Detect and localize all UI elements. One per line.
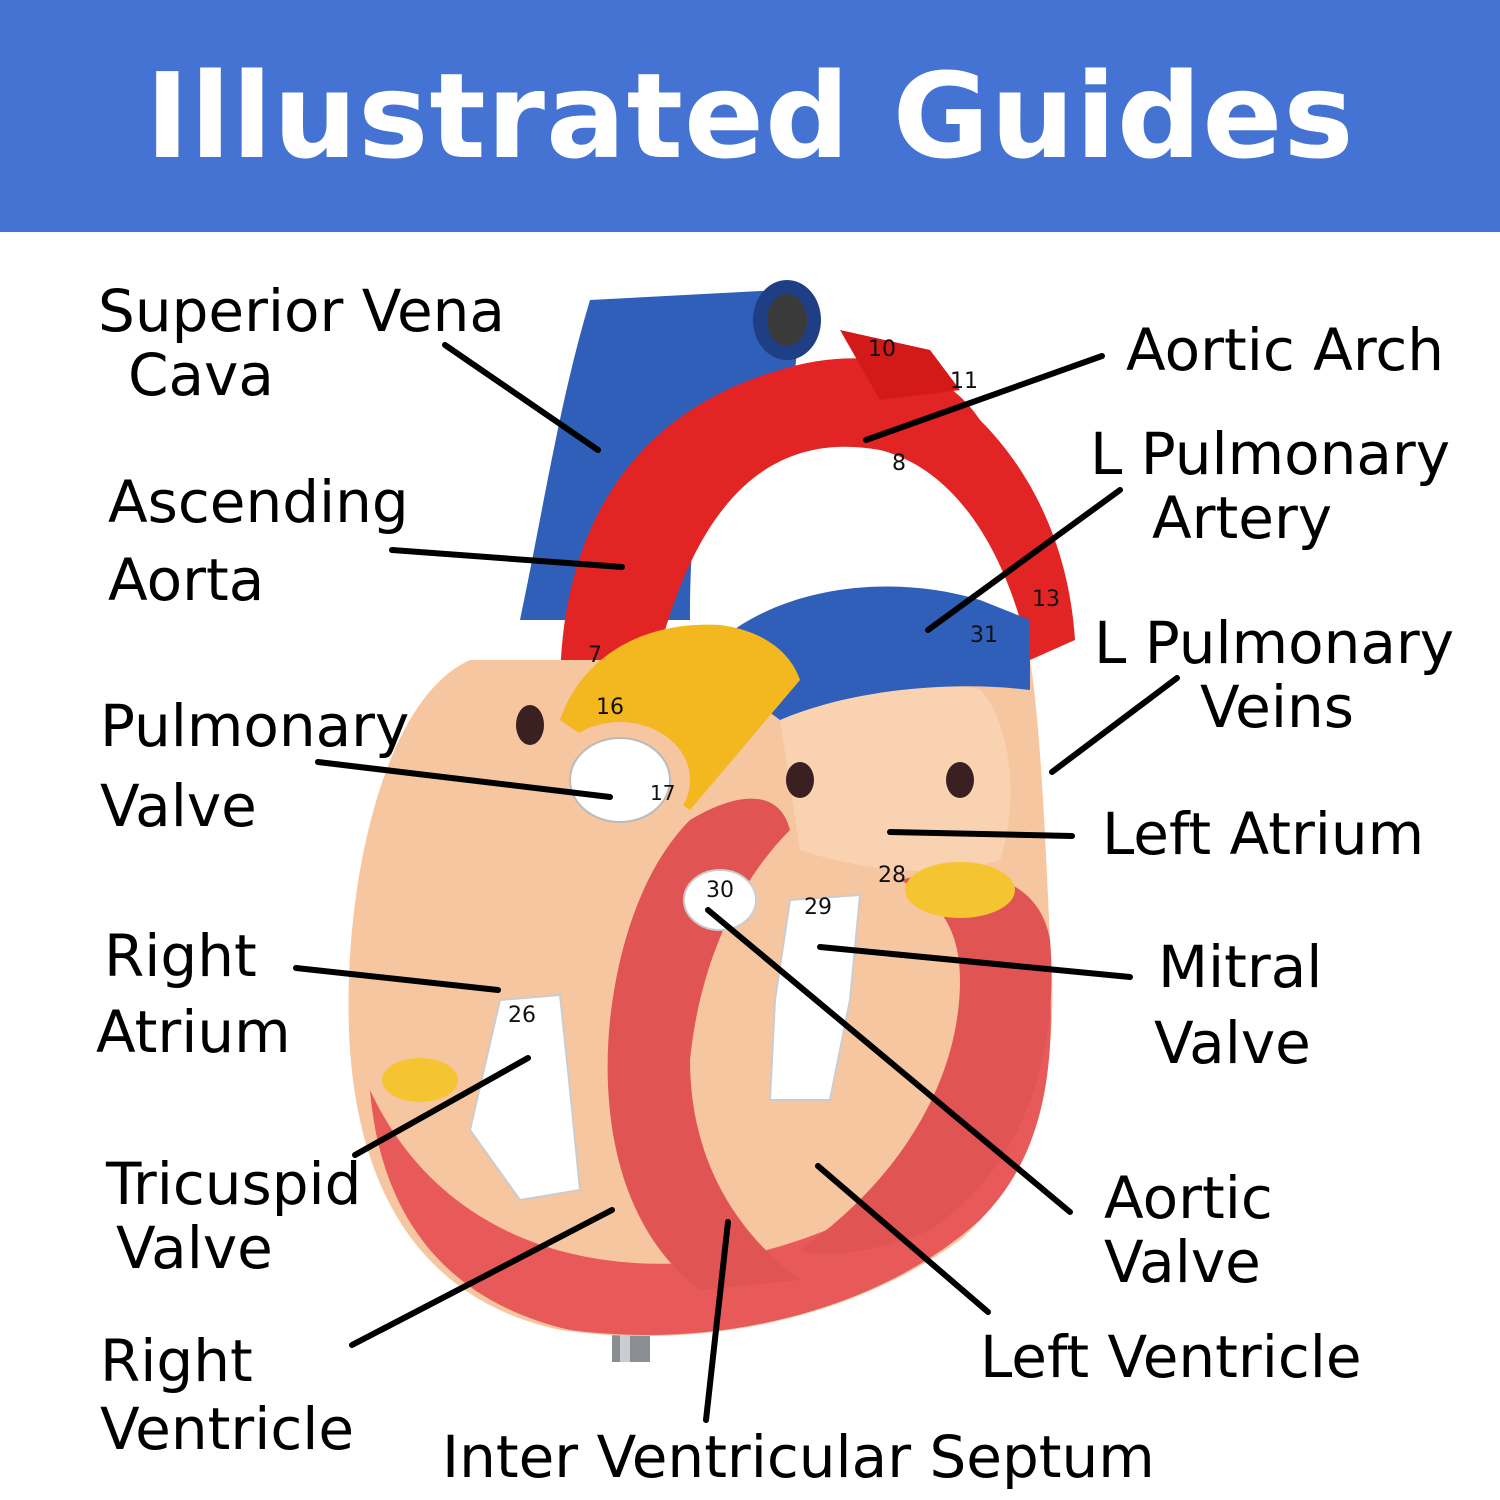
model-number: 17 bbox=[650, 781, 675, 805]
model-number: 30 bbox=[706, 878, 734, 903]
label-ascending-aorta: Ascending Aorta bbox=[108, 468, 409, 614]
pulmonary-trunk-shape bbox=[560, 624, 800, 810]
left-ventricle-wall bbox=[800, 872, 1052, 1254]
label-left-ventricle: Left Ventricle bbox=[980, 1323, 1362, 1391]
leader-right-atrium bbox=[293, 965, 501, 993]
leader-ascending-aorta bbox=[389, 547, 625, 570]
label-left-atrium: Left Atrium bbox=[1102, 800, 1425, 868]
label-mitral-valve: Mitral Valve bbox=[1154, 933, 1323, 1077]
leader-mitral-valve bbox=[817, 944, 1133, 980]
tricuspid-valve-shape bbox=[468, 993, 582, 1202]
model-number: 16 bbox=[596, 695, 624, 720]
label-aortic-arch: Aortic Arch bbox=[1126, 316, 1445, 384]
model-number: 10 bbox=[868, 337, 896, 362]
left-atrium-cavity bbox=[780, 680, 1011, 871]
label-l-pulmonary-veins: L Pulmonary Veins bbox=[1094, 609, 1455, 741]
model-number: 29 bbox=[804, 895, 832, 920]
banner-title: Illustrated Guides bbox=[145, 47, 1355, 185]
septum-shape bbox=[607, 798, 800, 1290]
leader-inter-ventricular-septum bbox=[703, 1219, 731, 1423]
leader-superior-vena-cava bbox=[442, 342, 601, 453]
model-number: 7 bbox=[588, 643, 602, 668]
model-number: 8 bbox=[892, 451, 906, 476]
label-superior-vena-cava: Superior Vena Cava bbox=[98, 277, 505, 409]
leader-left-atrium bbox=[887, 829, 1075, 839]
model-number: 11 bbox=[950, 369, 978, 394]
leader-l-pulmonary-veins bbox=[1049, 675, 1180, 775]
leader-l-pulmonary-artery bbox=[925, 487, 1123, 633]
leader-lines bbox=[293, 342, 1180, 1423]
aortic-valve-shape bbox=[683, 869, 757, 931]
leader-left-ventricle bbox=[815, 1163, 991, 1315]
label-right-ventricle: Right Ventricle bbox=[100, 1327, 355, 1463]
model-number: 28 bbox=[878, 863, 906, 888]
aortic-arch-shape bbox=[560, 358, 1075, 690]
leader-aortic-valve bbox=[705, 907, 1073, 1215]
label-tricuspid-valve: Tricuspid Valve bbox=[106, 1150, 362, 1282]
label-aortic-valve: Aortic Valve bbox=[1104, 1164, 1273, 1296]
label-right-atrium: Right Atrium bbox=[96, 922, 291, 1066]
label-pulmonary-valve: Pulmonary Valve bbox=[100, 692, 410, 840]
leader-aortic-arch bbox=[863, 353, 1105, 443]
model-number: 31 bbox=[970, 623, 998, 648]
label-inter-ventricular-septum: Inter Ventricular Septum bbox=[442, 1423, 1155, 1491]
label-l-pulmonary-artery: L Pulmonary Artery bbox=[1090, 420, 1451, 552]
leader-tricuspid-valve bbox=[352, 1055, 531, 1158]
model-number: 26 bbox=[508, 1003, 536, 1028]
leader-right-ventricle bbox=[349, 1207, 615, 1348]
model-number: 13 bbox=[1032, 587, 1060, 612]
pulmonary-valve-shape bbox=[569, 737, 671, 823]
leader-pulmonary-valve bbox=[315, 759, 613, 800]
title-banner: Illustrated Guides bbox=[0, 0, 1500, 232]
